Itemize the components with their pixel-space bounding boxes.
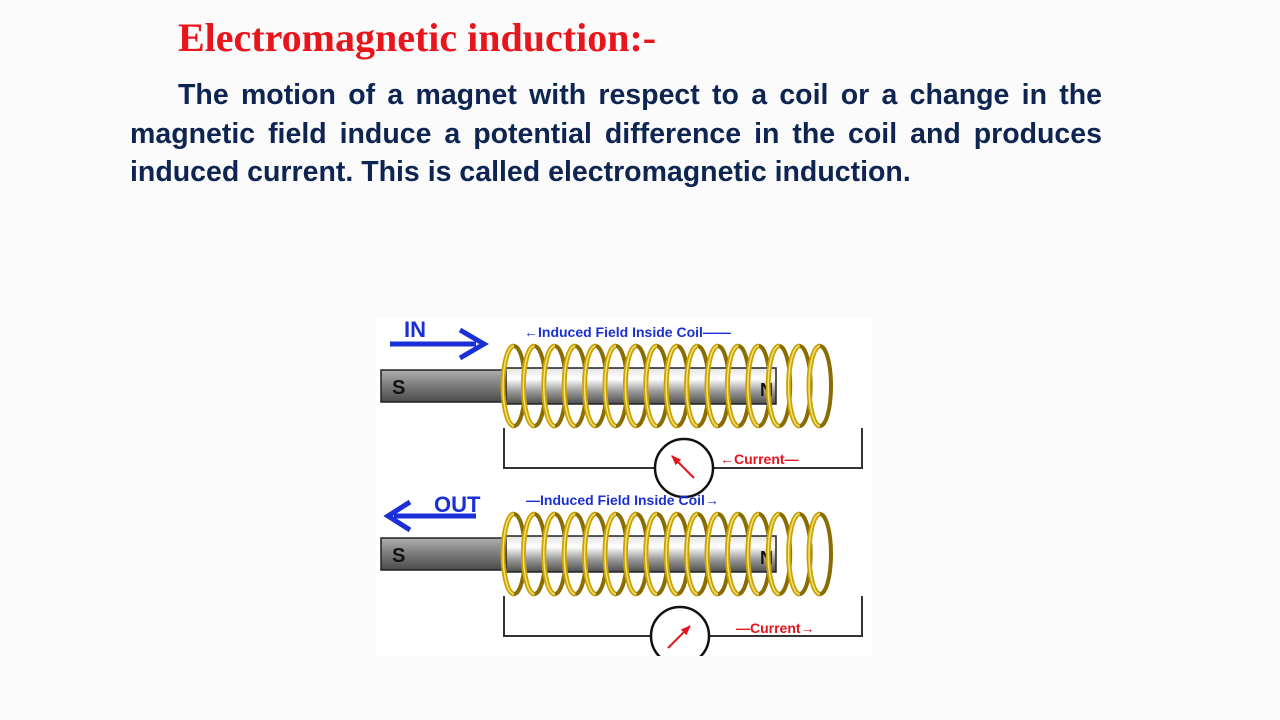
circuit-wire-top [503,428,863,469]
coil-loop-highlight [583,513,596,595]
coil-loop-highlight [624,513,637,595]
coil-loop-highlight [645,513,657,595]
coil-loop-highlight [808,513,821,595]
induction-out-panel: OUT —Induced Field Inside Coil→ S N —Cur… [380,492,863,656]
slide-body-text: The motion of a magnet with respect to a… [130,79,1102,188]
field-label-top: ←Induced Field Inside Coil—— [524,324,731,340]
magnet-pole-s-bottom: S [392,545,405,567]
slide-title: Electromagnetic induction:- [178,15,657,60]
coil-front-top [500,343,821,429]
coil-loop-highlight [624,345,637,427]
current-label-bottom: —Current→ [736,620,815,636]
coil-loop-highlight [502,345,515,427]
coil-loop-highlight [706,513,719,595]
coil-loop-highlight [685,345,698,427]
coil-loop-back [819,344,833,428]
coil-loop-highlight [767,345,780,427]
coil-loop-highlight [706,345,719,427]
coil-loop-highlight [665,345,678,427]
current-label-top: ←Current— [720,451,799,467]
magnet-south-end [380,369,522,403]
field-label-bottom: —Induced Field Inside Coil→ [526,492,719,508]
coil-loop-highlight [563,513,576,595]
induction-in-panel: IN ←Induced Field Inside Coil—— S N ←Cur… [380,318,863,499]
coil-loop-highlight [685,513,698,595]
coil-loop-highlight [563,345,576,427]
coil-loop-highlight [604,345,617,427]
coil-loop-highlight [808,345,821,427]
magnet-bar-top [505,367,777,405]
coil-loop-highlight [726,345,739,427]
coil-loop-highlight [522,513,535,595]
coil-loop-highlight [604,513,617,595]
motion-arrow-right-icon [390,327,489,361]
coil-loop-highlight [543,345,555,427]
coil-loop-highlight [787,345,800,427]
galvanometer-bottom-icon [649,605,711,656]
coil-loop-highlight [583,345,596,427]
magnet-bar-bottom [505,535,777,573]
coil-loop-highlight [543,513,555,595]
electromagnetic-induction-diagram: IN ←Induced Field Inside Coil—— S N ←Cur… [376,318,872,656]
coil-loop-highlight [665,513,678,595]
motion-label-out: OUT [434,492,481,517]
motion-arrow-left-icon [383,499,476,533]
coil-front-bottom [500,511,821,597]
galvanometer-top-icon [653,437,715,499]
coil-loop-highlight [747,345,759,427]
coil-loop-back [819,512,833,596]
motion-label-in: IN [404,318,426,342]
coil-loop-highlight [645,345,657,427]
coil-loop-highlight [787,513,800,595]
coil-loop-highlight [522,345,535,427]
coil-loop-highlight [747,513,759,595]
coil-loop-highlight [726,513,739,595]
magnet-south-end-bottom [380,537,522,571]
coil-loop-highlight [502,513,515,595]
circuit-wire-bottom [503,596,863,637]
magnet-pole-s-top: S [392,377,405,399]
coil-loop-highlight [767,513,780,595]
